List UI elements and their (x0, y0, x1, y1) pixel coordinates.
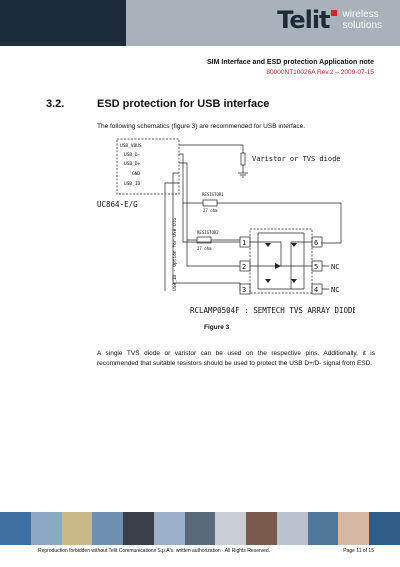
intro-text: The following schematics (figure 3) are … (97, 123, 306, 130)
resistor1-value: 27 ohm (203, 208, 218, 213)
header-band-dark (0, 0, 126, 46)
nc-wires (322, 265, 329, 290)
chip-pin-number: 3 (242, 286, 246, 294)
photo-tile (153, 512, 185, 545)
d-plus-wire (179, 162, 240, 267)
chip-pin-number: 2 (242, 263, 246, 271)
body-paragraph: A single TVS diode or varistor can be us… (97, 350, 375, 367)
varistor-symbol (240, 152, 246, 166)
pin-label: USB_D- (124, 152, 140, 158)
pin-label: GND (132, 171, 140, 177)
chip-internal-bus (257, 232, 305, 290)
footer-photo-strip (0, 512, 400, 545)
chip-pin-3 (239, 283, 251, 295)
logo-sub: wireless solutions (343, 9, 382, 31)
usb-id-wire (164, 182, 179, 291)
diode-icon (291, 279, 297, 283)
resistor2-value: 27 ohm (197, 246, 212, 251)
diode-icon (265, 279, 271, 283)
diode-icon (291, 243, 297, 247)
photo-tile (30, 512, 62, 545)
photo-tile (369, 512, 400, 545)
telit-logo: Telit wireless solutions (277, 6, 382, 34)
doc-title: SIM Interface and ESD protection Applica… (207, 59, 374, 66)
diode-icon (265, 243, 271, 247)
usb-otg-note: USB_ID - Option for USB OTG (172, 218, 178, 291)
nc-label: NC (331, 263, 339, 271)
resistor2-label: RESISTOR2 (197, 230, 219, 235)
logo-sub-wireless: wireless (342, 9, 379, 20)
photo-tile (184, 512, 216, 545)
chip-pin-number: 1 (242, 239, 246, 247)
chip-pin-number: 6 (314, 239, 318, 247)
photo-tile (338, 512, 370, 545)
module-box (116, 138, 180, 195)
logo-sub-solutions: solutions (342, 20, 382, 31)
resistor1-label: RESISTOR1 (202, 192, 224, 197)
pin-label: USB_ID (124, 181, 141, 187)
chip-internal-routing (250, 241, 312, 289)
footer-page-number: Page 11 of 15 (343, 548, 374, 554)
tvs-diode-icon (275, 263, 281, 269)
section-title: ESD protection for USB interface (97, 98, 270, 110)
section-number: 3.2. (46, 98, 65, 110)
photo-tile (123, 512, 154, 545)
pin-label: USB_VBUS (120, 143, 142, 149)
ground-symbol (238, 172, 248, 178)
d-minus-wire (179, 153, 240, 243)
photo-tile (307, 512, 339, 545)
vbus-wire (179, 144, 244, 153)
nc-label: NC (331, 286, 339, 294)
doc-revision: 80000NT10026A Rev.2 – 2009-07-15 (266, 69, 374, 76)
chip-label: RCLAMP0504F : SEMTECH TVS ARRAY DIODE (190, 306, 355, 315)
photo-tile (92, 512, 124, 545)
header-band: Telit wireless solutions (0, 0, 400, 46)
chip-pin-number: 5 (314, 263, 318, 271)
logo-dot-icon (330, 10, 337, 16)
header-band-light: Telit wireless solutions (126, 0, 400, 46)
varistor-label: Varistor or TVS diode (252, 155, 341, 163)
pin-label: USB_D+ (124, 161, 141, 167)
photo-tile (0, 512, 31, 545)
chip-pin-number: 4 (314, 286, 318, 294)
photo-tile (215, 512, 247, 545)
module-label: UC864-E/G (97, 200, 138, 209)
logo-word: Telit (277, 6, 330, 34)
footer-copyright: Reproduction forbidden without Telit Com… (38, 548, 271, 554)
usb-esd-schematic: USB_VBUS USB_D- USB_D+ GND USB_ID UC864-… (97, 138, 355, 315)
photo-tile (61, 512, 93, 545)
resistor1-wire (183, 202, 342, 244)
resistor1-symbol (202, 199, 218, 207)
photo-tile (246, 512, 277, 545)
figure-caption: Figure 3 (204, 324, 230, 331)
photo-tile (276, 512, 308, 545)
resistor2-symbol (196, 236, 212, 244)
